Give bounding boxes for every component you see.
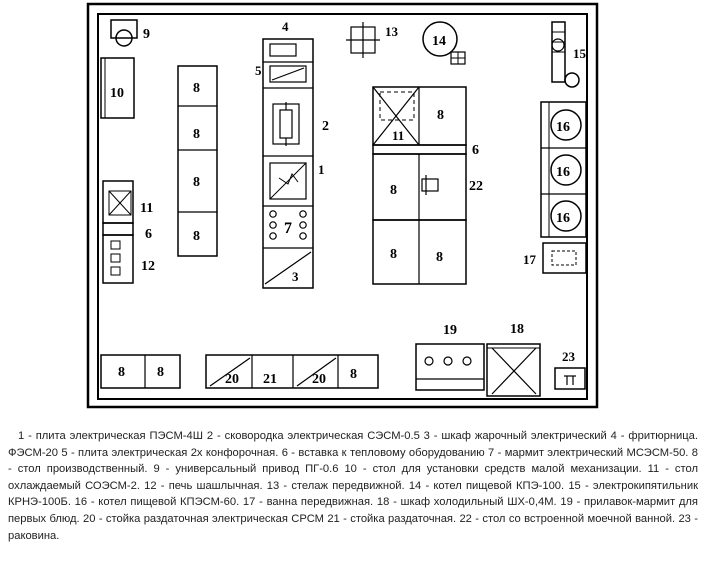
item-18-refrigerator-cabinet: 18	[486, 322, 541, 397]
item-20-21-serving-line: 20 21 20 8	[205, 354, 379, 389]
svg-text:21: 21	[263, 372, 277, 387]
svg-text:8: 8	[193, 175, 200, 190]
item-10-mechanization-table: 10	[100, 57, 135, 119]
svg-text:8: 8	[118, 365, 125, 380]
svg-text:22: 22	[469, 179, 483, 194]
item-9-universal-drive: 9	[110, 19, 150, 47]
legend-caption: 1 - плита электрическая ПЭСМ-4Ш 2 - сков…	[8, 430, 698, 542]
svg-text:8: 8	[193, 127, 200, 142]
item-23-sink: 23	[554, 349, 586, 390]
svg-text:8: 8	[436, 250, 443, 265]
item-central-thermal-line: 4 5 2 1 7 3	[255, 19, 329, 289]
svg-text:12: 12	[141, 259, 155, 274]
item-16-kettles-column: 16 16 16	[540, 101, 587, 238]
svg-text:8: 8	[193, 229, 200, 244]
item-15-boiler: 15	[551, 21, 587, 88]
svg-text:15: 15	[573, 46, 587, 61]
svg-text:9: 9	[143, 27, 150, 42]
room-outer-wall	[86, 2, 599, 409]
svg-text:6: 6	[472, 143, 479, 158]
svg-text:2: 2	[322, 119, 329, 134]
item-center-island: 11 8 6 8 22 8 8	[372, 86, 483, 285]
svg-text:16: 16	[556, 165, 570, 180]
svg-text:5: 5	[255, 63, 262, 78]
item-17-mobile-bath: 17	[523, 242, 587, 274]
svg-text:18: 18	[510, 322, 524, 337]
svg-text:8: 8	[193, 81, 200, 96]
svg-text:17: 17	[523, 252, 537, 267]
item-8-tables-left-column: 8 8 8 8	[177, 65, 218, 257]
svg-text:8: 8	[390, 183, 397, 198]
svg-text:16: 16	[556, 120, 570, 135]
room-inner-wall	[97, 13, 588, 400]
kitchen-floor-plan: 9 10 8 8 8 8 11 6 12 4	[86, 2, 599, 409]
svg-text:8: 8	[390, 247, 397, 262]
item-13-mobile-rack: 13	[346, 22, 399, 58]
svg-text:16: 16	[556, 211, 570, 226]
item-11-6-12-left-group: 11 6 12	[102, 180, 155, 284]
item-19-marmite-counter: 19	[415, 323, 485, 391]
svg-text:23: 23	[562, 349, 576, 364]
item-14-food-kettle: 14	[422, 21, 466, 65]
svg-text:3: 3	[292, 269, 299, 284]
svg-text:7: 7	[284, 220, 292, 237]
svg-text:8: 8	[437, 108, 444, 123]
svg-text:14: 14	[432, 34, 446, 49]
svg-text:6: 6	[145, 227, 152, 242]
svg-text:20: 20	[225, 372, 239, 387]
svg-text:4: 4	[282, 19, 289, 34]
item-8-tables-bottom-left: 8 8	[100, 354, 181, 389]
svg-text:1: 1	[318, 162, 325, 177]
svg-text:19: 19	[443, 323, 457, 338]
svg-text:11: 11	[392, 128, 404, 143]
svg-text:10: 10	[110, 86, 124, 101]
svg-text:11: 11	[140, 201, 153, 216]
svg-text:8: 8	[157, 365, 164, 380]
svg-text:13: 13	[385, 24, 399, 39]
svg-text:8: 8	[350, 367, 357, 382]
svg-text:20: 20	[312, 372, 326, 387]
